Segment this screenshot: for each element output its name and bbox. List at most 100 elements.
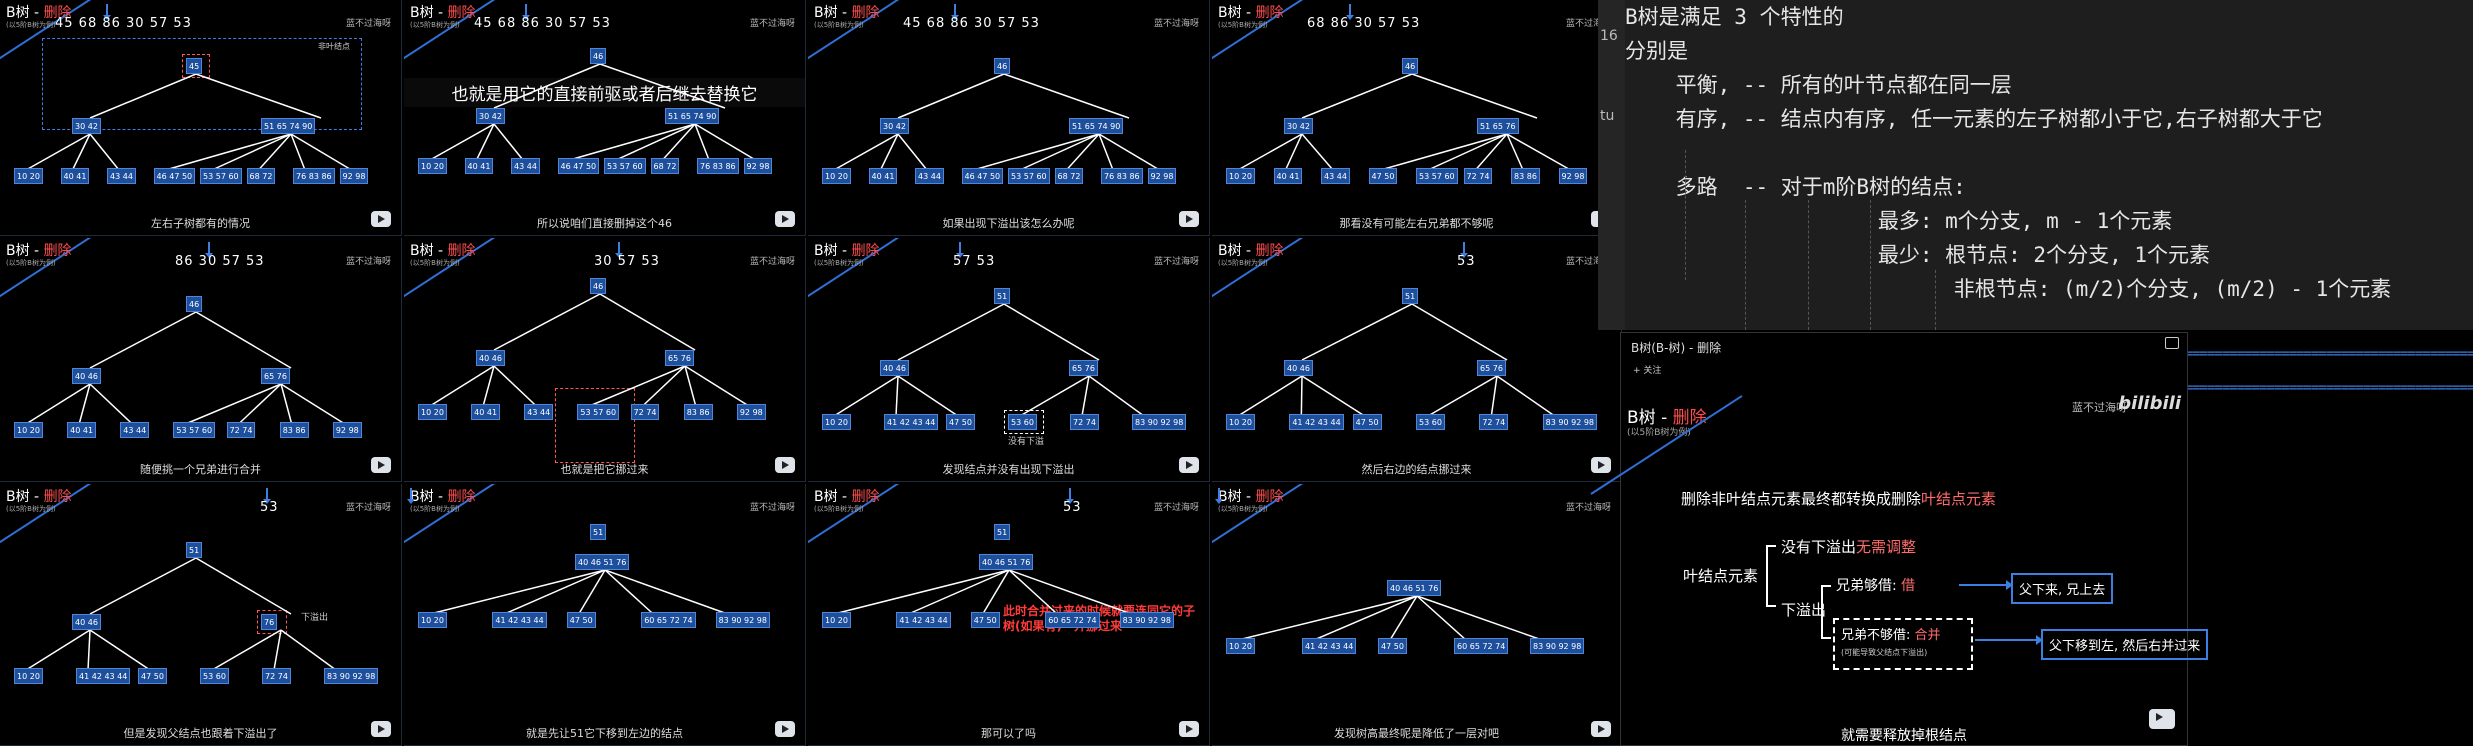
insert-arrow-icon [1346, 4, 1354, 20]
tree-edges [429, 293, 750, 407]
subtitle-caption: 然后右边的结点挪过来 [1361, 463, 1472, 476]
overlay-caption: 也就是用它的直接前驱或者后继去替换它 [404, 78, 805, 107]
sequence-numbers: 68 86 30 57 53 [1307, 16, 1421, 31]
tree-edge [1300, 375, 1303, 417]
tree-node: 60 65 72 74 [1454, 638, 1509, 654]
tree-node: 46 47 50 [961, 168, 1004, 184]
tree-node: 43 44 [107, 168, 136, 184]
tree-node: 40 46 [1284, 360, 1313, 376]
tree-node: 41 42 43 44 [884, 414, 939, 430]
tree-node: 92 98 [332, 422, 362, 438]
tree-node: 51 [186, 542, 203, 558]
tree-edge [87, 629, 91, 671]
merge-box: 兄弟不够借: 合并 (可能导致父结点下溢出) [1833, 618, 1973, 670]
tree-node: 30 42 [1284, 118, 1313, 134]
video-thumbnail[interactable]: B树 - 删除 (以5阶B树为例) 蓝不过海呀 45 68 86 30 57 5… [808, 0, 1210, 236]
tv-icon[interactable] [775, 211, 795, 227]
tv-icon[interactable] [1179, 721, 1199, 737]
tree-edge [280, 383, 293, 425]
video-thumbnail[interactable]: B树 - 删除 (以5阶B树为例) 蓝不过海呀 53 但是发现父结点也跟着下溢出… [0, 484, 402, 746]
tree-edge [257, 133, 292, 171]
slide-subtitle: (以5阶B树为例) [410, 505, 460, 513]
tree-node: 76 [261, 614, 278, 630]
video-thumbnail[interactable]: B树 - 删除 (以5阶B树为例) 蓝不过海呀 53 那可以了吗 此时合并过来的… [808, 484, 1210, 746]
tree-node: 53 60 [1416, 414, 1445, 430]
tree-edge [493, 123, 524, 161]
tv-icon[interactable] [775, 721, 795, 737]
video-thumbnail[interactable]: B树 - 删除 (以5阶B树为例) 蓝不过海呀 57 53 发现结点并没有出现下… [808, 238, 1210, 482]
bracket [1821, 585, 1831, 639]
video-thumbnail[interactable]: B树 - 删除 (以5阶B树为例) 蓝不过海呀 86 30 57 53 随便挑一… [0, 238, 402, 482]
code-line [1625, 136, 2473, 170]
tree-edge [1411, 73, 1538, 119]
follow-button[interactable]: + 关注 [1633, 366, 1662, 376]
tree-node: 43 44 [120, 422, 150, 438]
video-thumbnail[interactable]: B树 - 删除 (以5阶B树为例) 蓝不过海呀 45 68 86 30 57 5… [404, 0, 806, 236]
video-thumbnail[interactable]: B树 - 删除 (以5阶B树为例) 蓝不过海呀 就是先让51它下移到左边的结点 … [404, 484, 806, 746]
tree-node: 92 98 [1558, 168, 1588, 184]
slide-subtitle: (以5阶B树为例) [814, 21, 864, 29]
tree-edge [1490, 375, 1498, 417]
sibling-not-enough: 兄弟不够借: 合并 [1841, 628, 1941, 643]
tree-node: 30 42 [476, 108, 505, 124]
gutter-number: 16 [1600, 28, 1618, 44]
tv-icon[interactable] [371, 457, 391, 473]
tree-edge [493, 293, 601, 351]
slide-title: B树 - 删除 [410, 243, 476, 259]
watermark: 蓝不过海呀 [749, 503, 795, 513]
tv-icon[interactable] [1591, 457, 1611, 473]
tree-edge [25, 629, 91, 671]
slide-title: B树 - 删除 [814, 243, 880, 259]
share-icon[interactable] [2165, 337, 2179, 349]
tree-node: 53 57 60 [1416, 168, 1458, 184]
tree-node: 46 [186, 296, 203, 312]
tree-edge [165, 133, 292, 171]
tv-icon[interactable] [1179, 457, 1199, 473]
tv-icon[interactable] [371, 211, 391, 227]
tree-edge [1081, 375, 1090, 417]
video-thumbnail[interactable]: B树 - 删除 (以5阶B树为例) 蓝不过海呀 发现树高最终呢是降低了一层对吧 … [1212, 484, 1622, 746]
slide-subtitle: (以5阶B树为例) [410, 259, 460, 267]
tree-edge [599, 293, 696, 351]
tv-icon[interactable] [371, 721, 391, 737]
tree-edge [1389, 595, 1418, 641]
tree-node: 41 42 43 44 [492, 612, 547, 628]
watermark: 蓝不过海呀 [345, 257, 391, 267]
video-thumbnail[interactable]: B树 - 删除 (以5阶B树为例) 蓝不过海呀 68 86 30 57 53 那… [1212, 0, 1622, 236]
video-thumbnail[interactable]: B树 - 删除 (以5阶B树为例) 蓝不过海呀 53 然后右边的结点挪过来 51… [1212, 238, 1622, 482]
indent-guide [1745, 200, 1746, 330]
code-line: 非根节点: (m/2)个分支, (m/2) - 1个元素 [1625, 277, 2392, 301]
tree-node: 76 83 86 [293, 168, 335, 184]
tree-node: 10 20 [1226, 414, 1255, 430]
overflow-label: 下溢出 [1781, 601, 1827, 619]
code-editor[interactable]: B树是满足 3 个特性的 分别是 平衡, -- 所有的叶节点都在同一层 有序, … [1625, 0, 2473, 330]
tree-edge [982, 569, 1010, 615]
tree-node: 43 44 [511, 158, 540, 174]
sequence-numbers: 53 [260, 500, 279, 515]
slide-title: B树 - 删除 [6, 489, 72, 505]
sequence-numbers: 57 53 [953, 254, 996, 269]
tv-icon[interactable] [2149, 709, 2175, 729]
tree-edge [642, 365, 686, 407]
tree-edge [1380, 133, 1508, 171]
tree-edge [895, 375, 899, 417]
tv-icon[interactable] [1179, 211, 1199, 227]
slide-title: B树 - 删除 [1218, 5, 1284, 21]
separator-line: ========================================… [2140, 346, 2473, 362]
no-overflow-label: 没有下溢 [1008, 437, 1045, 447]
tree-edge [661, 123, 696, 161]
tree-node: 46 [1402, 58, 1419, 74]
tree-node: 10 20 [822, 414, 851, 430]
tree-edge [897, 375, 959, 417]
tv-icon[interactable] [775, 457, 795, 473]
tree-node: 40 41 [868, 168, 898, 184]
video-player[interactable]: B树(B-树) - 删除 + 关注 B树 - 删除 (以5阶B树为例) 蓝不过海… [1590, 332, 2209, 746]
video-thumbnail[interactable]: B树 - 删除 (以5阶B树为例) 蓝不过海呀 30 57 53 也就是把它挪过… [404, 238, 806, 482]
tree-edge [1284, 133, 1303, 171]
tree-edge [1003, 73, 1130, 119]
tree-edge [604, 569, 654, 615]
player-title: B树(B-树) - 删除 [1631, 341, 1722, 355]
subtitle-caption: 如果出现下溢出该怎么办呢 [942, 217, 1075, 230]
tv-icon[interactable] [1591, 721, 1611, 737]
video-thumbnail[interactable]: B树 - 删除 (以5阶B树为例) 蓝不过海呀 45 68 86 30 57 5… [0, 0, 402, 236]
